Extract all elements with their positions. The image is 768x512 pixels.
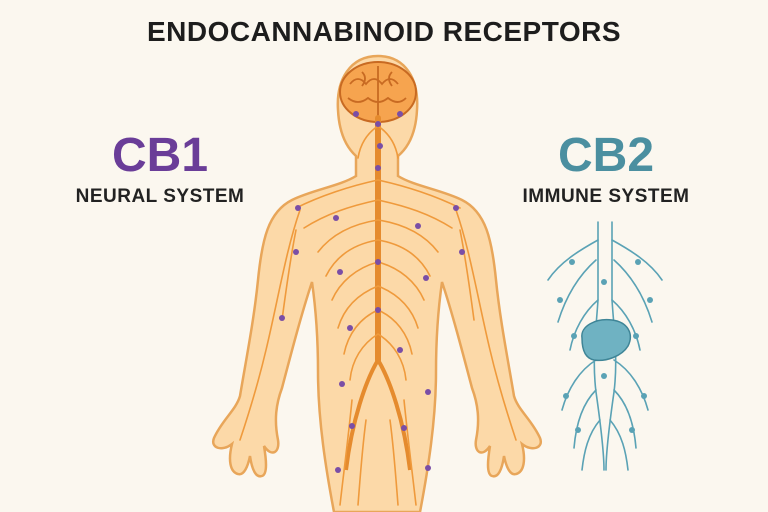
- spinal-cord: [344, 115, 412, 471]
- spine-split-right: [376, 358, 412, 471]
- brain-icon: [339, 61, 417, 123]
- spine-split-left: [344, 358, 380, 471]
- brain-folds: [347, 66, 407, 118]
- cb1-receptor-dots: [279, 111, 465, 473]
- spleen-organ: [581, 318, 632, 362]
- cb1-label-block: CB1 NEURAL SYSTEM: [62, 132, 258, 208]
- cb2-label-block: CB2 IMMUNE SYSTEM: [508, 132, 704, 208]
- cb1-name: CB1: [111, 129, 209, 182]
- nerve-branches: [239, 125, 517, 506]
- cb2-name: CB2: [557, 129, 655, 182]
- cb1-system: NEURAL SYSTEM: [75, 186, 245, 207]
- immune-lymph-network: [547, 221, 663, 471]
- cb2-system: IMMUNE SYSTEM: [522, 186, 690, 207]
- immune-nodes: [557, 259, 653, 433]
- diagram-title: ENDOCANNABINOID RECEPTORS: [146, 16, 622, 47]
